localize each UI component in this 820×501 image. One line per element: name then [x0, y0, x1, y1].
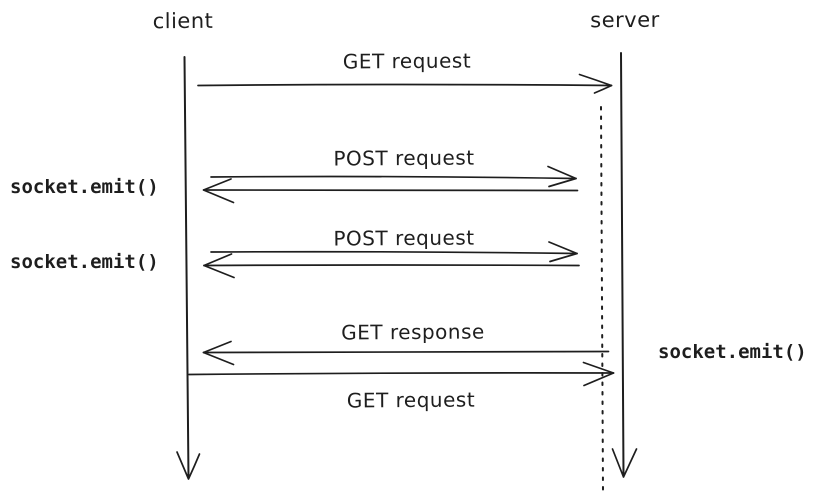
actor-label-client: client [152, 8, 214, 34]
arrow-get-request-top [197, 73, 613, 94]
server-dotted-lifeline [600, 106, 604, 492]
client-annotation-socket-emit-2: socket.emit() [10, 251, 159, 273]
server-lifeline-arrowhead [611, 448, 638, 478]
right-arrowhead [548, 241, 578, 263]
right-arrowhead [578, 73, 613, 94]
right-arrowhead [547, 165, 577, 188]
message-label-get-request-bottom: GET request [346, 387, 476, 413]
server-annotation-socket-emit: socket.emit() [658, 341, 807, 363]
left-arrowhead [202, 178, 235, 204]
arrow-get-request-bottom [188, 361, 615, 387]
client-annotation-socket-emit-1: socket.emit() [10, 176, 159, 198]
left-arrowhead [202, 340, 235, 366]
message-label-post-request-1: POST request [333, 145, 475, 171]
message-label-post-request-2: POST request [333, 225, 475, 251]
client-lifeline [176, 56, 201, 480]
message-label-get-response: GET response [341, 319, 485, 345]
arrow-get-response [202, 340, 610, 366]
message-label-get-request-top: GET request [342, 48, 472, 74]
left-arrowhead [203, 253, 235, 279]
arrow-post-request-1 [202, 165, 579, 204]
arrow-post-request-2 [203, 241, 580, 279]
actor-label-server: server [590, 7, 660, 33]
right-arrowhead [582, 361, 615, 387]
server-lifeline [611, 52, 638, 478]
client-lifeline-arrowhead [176, 451, 201, 480]
